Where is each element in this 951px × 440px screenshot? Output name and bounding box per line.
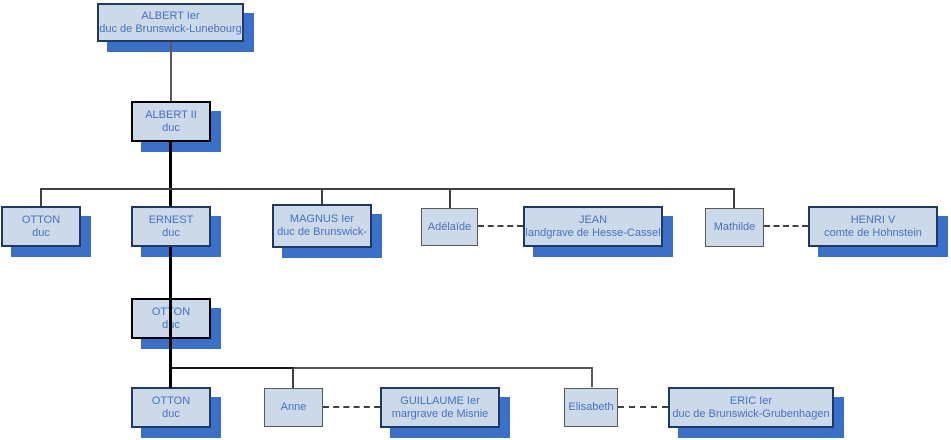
tree-node-jean[interactable]: JEAN landgrave de Hesse-Cassel bbox=[523, 206, 663, 247]
person-name: HENRI V bbox=[850, 213, 896, 226]
person-title: duc bbox=[162, 407, 180, 420]
person-title: duc bbox=[162, 121, 180, 134]
person-name: JEAN bbox=[578, 213, 608, 226]
tree-node-henri-v[interactable]: HENRI V comte de Hohnstein bbox=[808, 206, 938, 247]
person-title: comte de Hohnstein bbox=[824, 226, 922, 239]
person-name: ALBERT II bbox=[145, 108, 197, 121]
tree-node-adelaide[interactable]: Adélaïde bbox=[421, 208, 478, 246]
tree-node-magnus[interactable]: MAGNUS Ier duc de Brunswick- bbox=[272, 204, 372, 248]
person-title: margrave de Misnie bbox=[391, 407, 489, 420]
person-name: ERNEST bbox=[148, 213, 194, 226]
person-title: duc de Brunswick-Lunebourg bbox=[99, 22, 242, 35]
tree-node-elisabeth[interactable]: Elisabeth bbox=[564, 388, 618, 427]
tree-node-otton-row3[interactable]: OTTON duc bbox=[1, 206, 81, 247]
person-name: Elisabeth bbox=[568, 401, 614, 413]
person-title: duc bbox=[32, 226, 50, 239]
connector-line bbox=[733, 188, 735, 208]
person-name: GUILLAUME Ier bbox=[400, 394, 480, 407]
tree-node-mathilde[interactable]: Mathilde bbox=[705, 208, 764, 247]
person-title: landgrave de Hesse-Cassel bbox=[525, 226, 661, 239]
person-name: ERIC Ier bbox=[729, 394, 773, 407]
tree-node-albert-1er[interactable]: ALBERT Ier duc de Brunswick-Lunebourg bbox=[97, 3, 244, 42]
connector-line bbox=[591, 368, 593, 387]
person-name: OTTON bbox=[21, 213, 61, 226]
connector-line bbox=[40, 188, 42, 206]
tree-node-eric[interactable]: ERIC Ier duc de Brunswick-Grubenhagen bbox=[668, 387, 834, 428]
tree-node-guillaume[interactable]: GUILLAUME Ier margrave de Misnie bbox=[380, 387, 500, 428]
person-name: Adélaïde bbox=[427, 220, 472, 233]
marriage-dashed-line bbox=[323, 406, 380, 408]
connector-line bbox=[292, 368, 294, 388]
person-title: duc de Brunswick-Grubenhagen bbox=[672, 407, 830, 420]
tree-node-anne[interactable]: Anne bbox=[264, 388, 323, 427]
person-name: ALBERT Ier bbox=[141, 9, 200, 22]
tree-node-ernest[interactable]: ERNEST duc bbox=[131, 206, 211, 247]
connector-line bbox=[321, 188, 323, 205]
main-descent-line bbox=[169, 247, 172, 388]
person-title: duc bbox=[162, 226, 180, 239]
tree-node-otton-row5[interactable]: OTTON duc bbox=[131, 387, 211, 428]
person-name: Anne bbox=[280, 401, 307, 413]
connector-line bbox=[449, 188, 451, 208]
person-name: Mathilde bbox=[713, 221, 756, 233]
marriage-dashed-line bbox=[764, 225, 808, 227]
marriage-dashed-line bbox=[478, 225, 523, 227]
marriage-dashed-line bbox=[618, 406, 668, 408]
person-name: OTTON bbox=[151, 394, 191, 407]
siblings-bar bbox=[41, 188, 735, 190]
person-title: duc de Brunswick- bbox=[277, 226, 367, 238]
person-name: MAGNUS Ier bbox=[289, 213, 355, 225]
connector-line bbox=[170, 42, 172, 101]
siblings-bar bbox=[170, 367, 294, 369]
main-descent-line bbox=[169, 142, 172, 207]
tree-node-albert-2[interactable]: ALBERT II duc bbox=[131, 101, 211, 142]
siblings-bar bbox=[294, 367, 593, 369]
